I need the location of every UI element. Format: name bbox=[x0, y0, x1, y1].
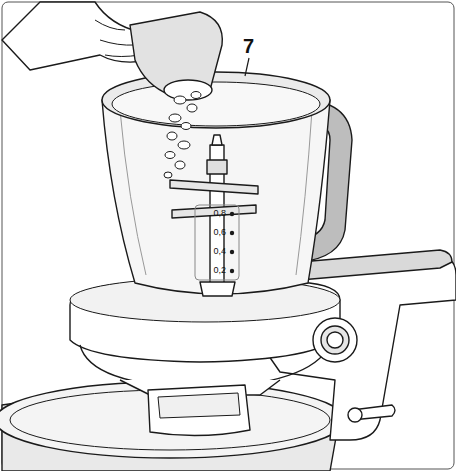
leader-line bbox=[245, 58, 249, 76]
scale-mark: 0,4 bbox=[213, 247, 226, 256]
bowl-rim bbox=[102, 72, 330, 128]
scale-mark: 0,8 bbox=[213, 209, 226, 218]
speed-dial bbox=[313, 318, 357, 362]
pour-spout bbox=[148, 385, 250, 436]
bowl-lid bbox=[0, 382, 345, 458]
scale-mark: 0,6 bbox=[213, 228, 226, 237]
callout-number: 7 bbox=[243, 36, 254, 56]
scale-dots bbox=[230, 212, 234, 273]
pouring-food bbox=[164, 92, 201, 179]
scale-mark: 0,2 bbox=[213, 266, 226, 275]
chopper-bowl bbox=[102, 100, 330, 294]
hand bbox=[2, 2, 150, 70]
blade bbox=[170, 180, 258, 194]
